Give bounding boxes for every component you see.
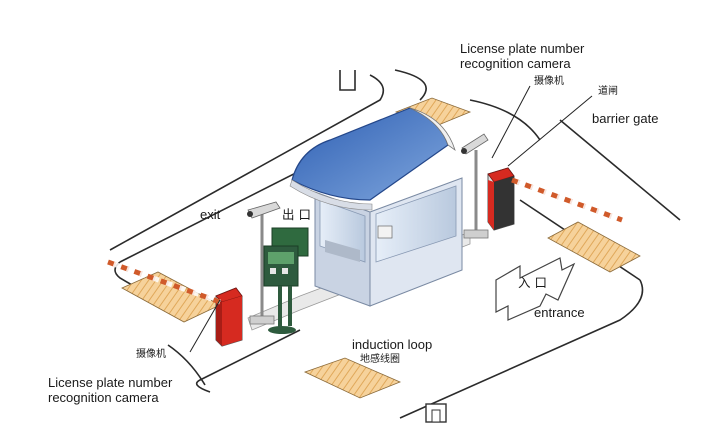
- label-entrance-en: entrance: [534, 305, 585, 320]
- label-camera-top-cn: 摄像机: [534, 76, 564, 87]
- label-exit-cn: 出口: [282, 207, 316, 222]
- label-camera-bottom-cn: 摄像机: [136, 349, 166, 360]
- label-loop-en: induction loop: [352, 337, 433, 352]
- ticket-display-unit: [263, 227, 309, 334]
- top-barrier-arm: [511, 177, 623, 223]
- loop-pad-bottom: [303, 357, 402, 399]
- label-gate-en: barrier gate: [592, 111, 659, 126]
- exit-barrier-arm: [107, 259, 221, 305]
- label-gate-cn: 道闸: [598, 86, 618, 97]
- label-camera-top-en: License plate number recognition camera: [460, 41, 585, 71]
- booth-roof: [289, 107, 456, 211]
- top-barrier-gate: [487, 167, 623, 231]
- loop-pad-entrance: [547, 221, 641, 273]
- label-camera-bottom-en: License plate number recognition camera: [48, 375, 173, 405]
- label-entrance-cn: 入口: [518, 275, 552, 290]
- bottom-post: [425, 403, 447, 423]
- label-loop-cn: 地感线圈: [360, 354, 400, 365]
- top-camera: [461, 133, 489, 239]
- label-exit-en: exit: [200, 207, 221, 222]
- exit-camera: [247, 201, 281, 325]
- entrance-arrow: [495, 257, 576, 321]
- exit-barrier-gate: [107, 259, 243, 347]
- callout-lines: [189, 85, 593, 353]
- booth: [314, 177, 463, 307]
